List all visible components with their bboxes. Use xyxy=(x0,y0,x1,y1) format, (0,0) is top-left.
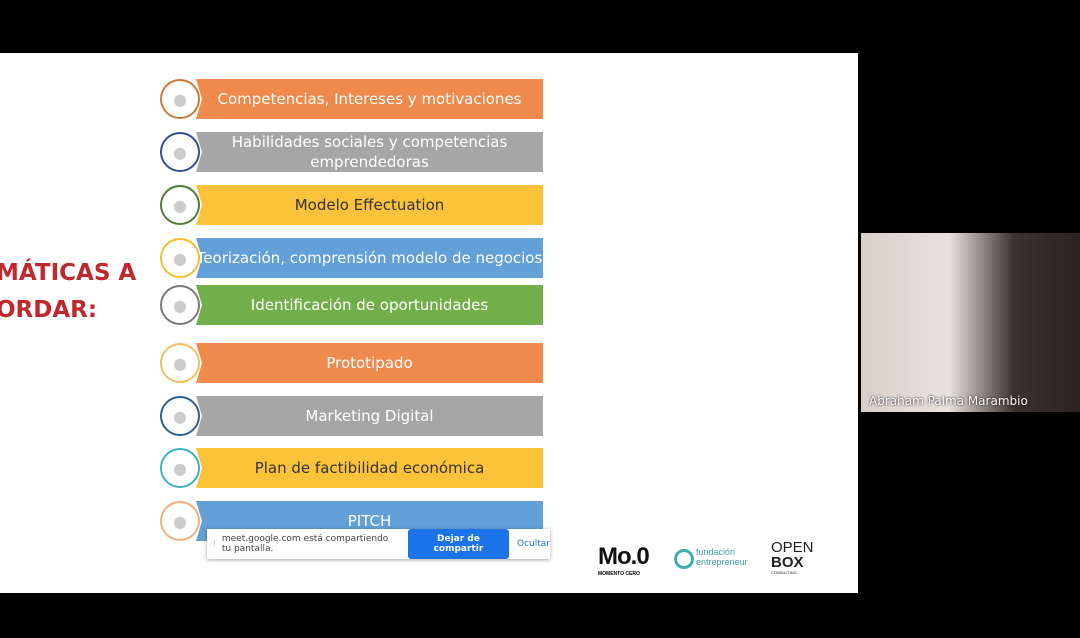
momento-cero-logo: Mo.0 MOMENTO CERO xyxy=(598,543,650,577)
topic-label: Competencias, Intereses y motivaciones xyxy=(196,79,543,119)
topic-row: ●Plan de factibilidad económica xyxy=(158,448,543,488)
topic-row: ●Competencias, Intereses y motivaciones xyxy=(158,79,543,119)
target-icon: ● xyxy=(160,185,200,225)
topic-label: Teorización, comprensión modelo de negoc… xyxy=(196,238,543,278)
participant-name: Abraham Palma Marambio xyxy=(869,394,1028,408)
drag-handle-icon[interactable]: ⁞ xyxy=(213,539,216,549)
topic-row: ●Habilidades sociales y competencias emp… xyxy=(158,132,543,172)
topic-label: Habilidades sociales y competencias empr… xyxy=(196,132,543,172)
topic-label: Identificación de oportunidades xyxy=(196,285,543,325)
speaker-icon: ● xyxy=(160,501,200,541)
participant-video-tile[interactable]: Abraham Palma Marambio xyxy=(861,233,1080,412)
screen-share-notification: ⁞ meet.google.com está compartiendo tu p… xyxy=(207,529,550,559)
share-message: meet.google.com está compartiendo tu pan… xyxy=(221,534,389,554)
topic-label: Modelo Effectuation xyxy=(196,185,543,225)
topic-row: ●Marketing Digital xyxy=(158,396,543,436)
topic-row: ●Identificación de oportunidades xyxy=(158,285,543,325)
topic-row: ●Teorización, comprensión modelo de nego… xyxy=(158,238,543,278)
topic-label: Marketing Digital xyxy=(196,396,543,436)
magnifier-icon: ● xyxy=(160,285,200,325)
people-icon: ● xyxy=(160,396,200,436)
easel-icon: ● xyxy=(160,238,200,278)
slide-heading-line-2: ORDAR: xyxy=(0,297,98,323)
piggy-bank-icon: ● xyxy=(160,448,200,488)
stop-sharing-button[interactable]: Dejar de compartir xyxy=(407,529,510,559)
network-icon: ● xyxy=(160,132,200,172)
prototype-icon: ● xyxy=(160,343,200,383)
slide-heading-line-1: MÁTICAS A xyxy=(0,260,137,286)
topic-label: Plan de factibilidad económica xyxy=(196,448,543,488)
openbox-logo: OPEN BOX CONSULTING xyxy=(771,539,814,575)
head-gears-icon: ● xyxy=(160,79,200,119)
topic-row: ●Modelo Effectuation xyxy=(158,185,543,225)
topic-label: Prototipado xyxy=(196,343,543,383)
hide-button[interactable]: Ocultar xyxy=(517,539,550,549)
topic-row: ●Prototipado xyxy=(158,343,543,383)
presentation-slide: MÁTICAS A ORDAR: ●Competencias, Interese… xyxy=(0,53,858,593)
